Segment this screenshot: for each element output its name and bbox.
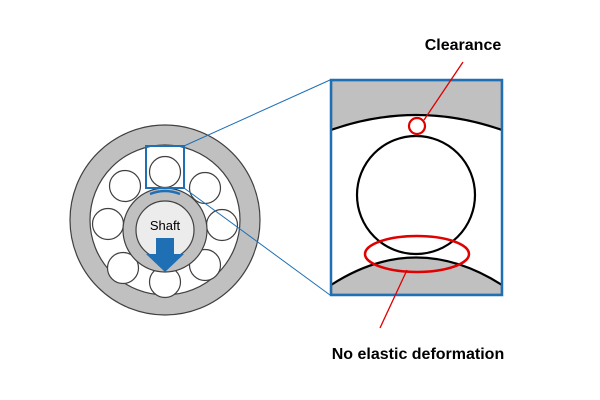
no-deformation-label: No elastic deformation <box>332 346 504 363</box>
ball <box>205 208 239 242</box>
deformation-callout-line <box>379 269 408 329</box>
zoom-frame <box>329 78 504 297</box>
connector-line-bottom <box>183 187 331 296</box>
connector-line-top <box>183 79 331 147</box>
down-arrow-icon <box>146 238 184 272</box>
clearance-callout-line <box>423 61 464 121</box>
ball <box>108 169 142 203</box>
rolling-balls <box>91 155 239 299</box>
zoom-detail <box>329 78 504 297</box>
ball <box>91 207 125 241</box>
inner-race-section <box>331 256 502 295</box>
clearance-label: Clearance <box>425 37 502 54</box>
clearance-marker <box>407 116 427 136</box>
ball <box>188 171 222 205</box>
deformation-marker <box>363 234 471 274</box>
ball <box>148 155 182 189</box>
highlight-box <box>145 145 185 189</box>
bearing-cross-section: Shaft <box>69 124 261 316</box>
outer-race-section <box>331 80 502 132</box>
contact-mark <box>149 189 181 196</box>
zoomed-ball <box>355 134 477 256</box>
ball <box>106 251 140 285</box>
shaft-label: Shaft <box>150 218 181 233</box>
